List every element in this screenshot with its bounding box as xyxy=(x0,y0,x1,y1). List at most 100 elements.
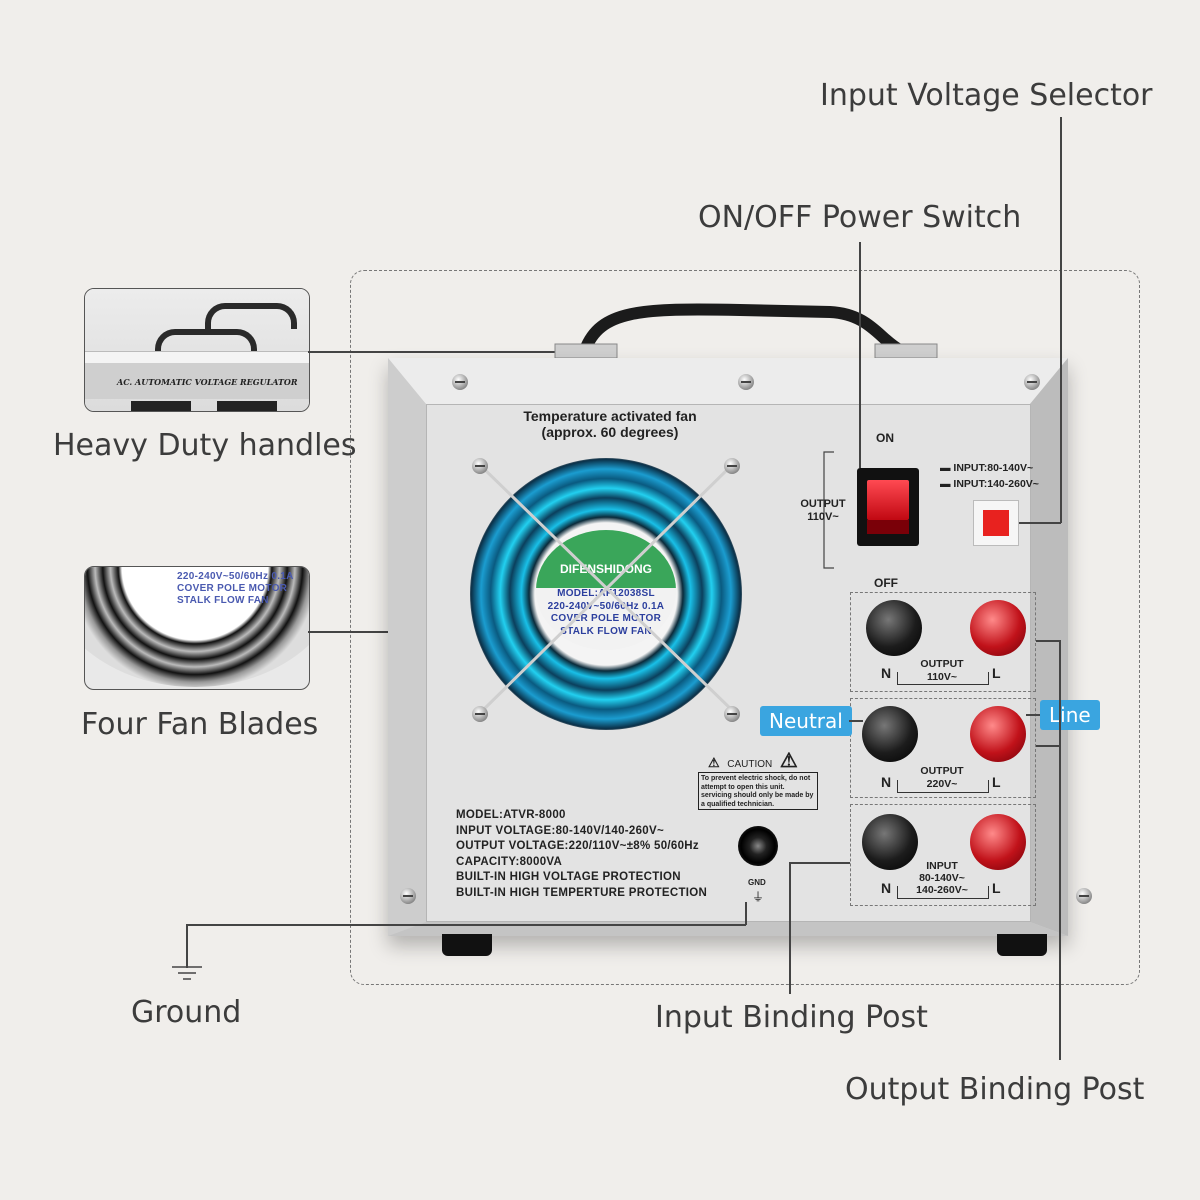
device-frame xyxy=(350,270,1140,985)
fan-heading-line-2: (approx. 60 degrees) xyxy=(541,424,679,440)
output-post-leader xyxy=(1036,745,1060,747)
binding-post-group-output-110 xyxy=(850,592,1036,692)
post-group-value: 220V~ xyxy=(926,778,958,790)
selector-option-2: INPUT:140-260V~ xyxy=(953,478,1039,490)
ground-leader-up xyxy=(745,902,747,925)
warning-icon: ⚠ xyxy=(708,755,720,770)
input-voltage-selector[interactable] xyxy=(973,500,1019,546)
screw xyxy=(400,888,416,904)
neutral-binding-post[interactable] xyxy=(862,814,918,870)
fan-heading: Temperature activated fan (approx. 60 de… xyxy=(512,408,708,440)
post-group-title: OUTPUT xyxy=(920,658,964,670)
inset-handles-label: AC. AUTOMATIC VOLTAGE REGULATOR xyxy=(117,377,298,387)
handles-leader-line xyxy=(308,351,558,353)
switch-output-title: OUTPUT xyxy=(800,498,846,510)
fan-guard-wires xyxy=(478,463,737,715)
post-bracket xyxy=(897,672,989,685)
line-tag: Line xyxy=(1040,700,1100,730)
switch-on-label: ON xyxy=(876,431,894,445)
carry-handle xyxy=(554,303,938,359)
line-binding-post[interactable] xyxy=(970,706,1026,762)
selector-icon-1: ▬ xyxy=(940,462,954,474)
post-group-value-2: 140-260V~ xyxy=(916,884,968,896)
fan-heading-line-1: Temperature activated fan xyxy=(523,408,697,424)
post-n-label: N xyxy=(881,774,892,790)
selector-labels: ▬ INPUT:80-140V~ ▬ INPUT:140-260V~ xyxy=(940,460,1039,492)
fan-model: MODEL:AF12038SL xyxy=(557,588,655,599)
selector-icon-2: ▬ xyxy=(940,478,954,490)
selector-leader-h xyxy=(1019,522,1061,524)
fan-rating: 220-240V~50/60Hz 0.1A xyxy=(547,600,665,612)
post-group-value: 80-140V~ xyxy=(919,872,965,884)
post-n-label: N xyxy=(881,665,892,681)
selector-option-1: INPUT:80-140V~ xyxy=(953,462,1034,474)
caution-notice: To prevent electric shock, do not attemp… xyxy=(698,772,818,810)
spec-output-voltage: OUTPUT VOLTAGE:220/110V~±8% 50/60Hz xyxy=(456,840,699,852)
fan-screw xyxy=(724,458,740,474)
line-binding-post[interactable] xyxy=(970,814,1026,870)
callout-ground: Ground xyxy=(131,995,242,1030)
warning-icon: ⚠ xyxy=(779,750,798,772)
ground-symbol-icon: ⏚ xyxy=(752,890,765,904)
post-l-label: L xyxy=(992,665,1001,681)
post-bracket xyxy=(897,886,989,899)
fan-screw xyxy=(724,706,740,722)
neutral-binding-post[interactable] xyxy=(866,600,922,656)
line-binding-post[interactable] xyxy=(970,600,1026,656)
power-switch-leader-line xyxy=(859,242,861,468)
ground-leader-h xyxy=(186,924,746,926)
spec-temperature-protection: BUILT-IN HIGH TEMPERTURE PROTECTION xyxy=(456,886,708,899)
screw xyxy=(1024,374,1040,390)
neutral-tag: Neutral xyxy=(760,706,852,736)
spec-model: MODEL:ATVR-8000 xyxy=(456,809,566,821)
inset-fan-text-2: COVER POLE MOTOR xyxy=(177,583,288,594)
fan-screw xyxy=(472,458,488,474)
output-post-leader xyxy=(1036,640,1060,642)
switch-bracket xyxy=(823,451,834,569)
post-group-title: INPUT xyxy=(926,860,958,872)
input-post-leader-h xyxy=(790,862,850,864)
callout-heavy-duty-handles: Heavy Duty handles xyxy=(53,428,357,463)
switch-output-label: OUTPUT 110V~ xyxy=(797,498,849,524)
output-post-leader-v xyxy=(1059,640,1061,1060)
callout-input-voltage-selector: Input Voltage Selector xyxy=(820,78,1153,113)
spec-input-voltage: INPUT VOLTAGE:80-140V/140-260V~ xyxy=(456,824,664,837)
ground-terminal[interactable] xyxy=(738,826,778,866)
switch-off-label: OFF xyxy=(874,576,898,590)
inset-fan-text-3: STALK FLOW FAN xyxy=(177,595,269,606)
fan-screw xyxy=(472,706,488,722)
binding-post-group-output-220 xyxy=(850,698,1036,798)
post-n-label: N xyxy=(881,880,892,896)
post-group-title: OUTPUT xyxy=(920,765,964,777)
post-l-label: L xyxy=(992,774,1001,790)
spec-list: MODEL:ATVR-8000 INPUT VOLTAGE:80-140V/14… xyxy=(456,808,707,901)
binding-post-group-input xyxy=(850,804,1036,906)
rubber-foot xyxy=(997,934,1047,956)
input-post-leader-v xyxy=(789,862,791,994)
screw xyxy=(452,374,468,390)
fan-flow: STALK FLOW FAN xyxy=(560,625,652,637)
neutral-tag-leader xyxy=(849,720,863,722)
post-bracket xyxy=(897,780,989,793)
inset-fan-image: 220-240V~50/60Hz 0.1A COVER POLE MOTOR S… xyxy=(84,566,310,690)
spec-capacity: CAPACITY:8000VA xyxy=(456,855,563,868)
ground-icon xyxy=(172,966,202,980)
line-tag-leader xyxy=(1026,714,1040,716)
power-switch[interactable] xyxy=(857,468,919,546)
gnd-label: GND xyxy=(748,878,766,887)
caution-title: CAUTION xyxy=(727,759,773,770)
panel-bevel xyxy=(388,358,1068,936)
caution-header: ⚠ CAUTION ⚠ xyxy=(708,748,798,773)
post-l-label: L xyxy=(992,880,1001,896)
screw xyxy=(738,374,754,390)
rubber-foot xyxy=(442,934,492,956)
callout-power-switch: ON/OFF Power Switch xyxy=(698,200,1022,235)
selector-leader-v xyxy=(1060,117,1062,523)
callout-input-binding-post: Input Binding Post xyxy=(655,1000,928,1035)
fan-label-sticker: DIFENSHIDONG MODEL:AF12038SL 220-240V~50… xyxy=(536,530,676,650)
neutral-binding-post[interactable] xyxy=(862,706,918,762)
screw xyxy=(1076,888,1092,904)
spec-voltage-protection: BUILT-IN HIGH VOLTAGE PROTECTION xyxy=(456,871,681,883)
inset-handles-image: AC. AUTOMATIC VOLTAGE REGULATOR xyxy=(84,288,310,412)
callout-four-fan-blades: Four Fan Blades xyxy=(81,707,319,742)
